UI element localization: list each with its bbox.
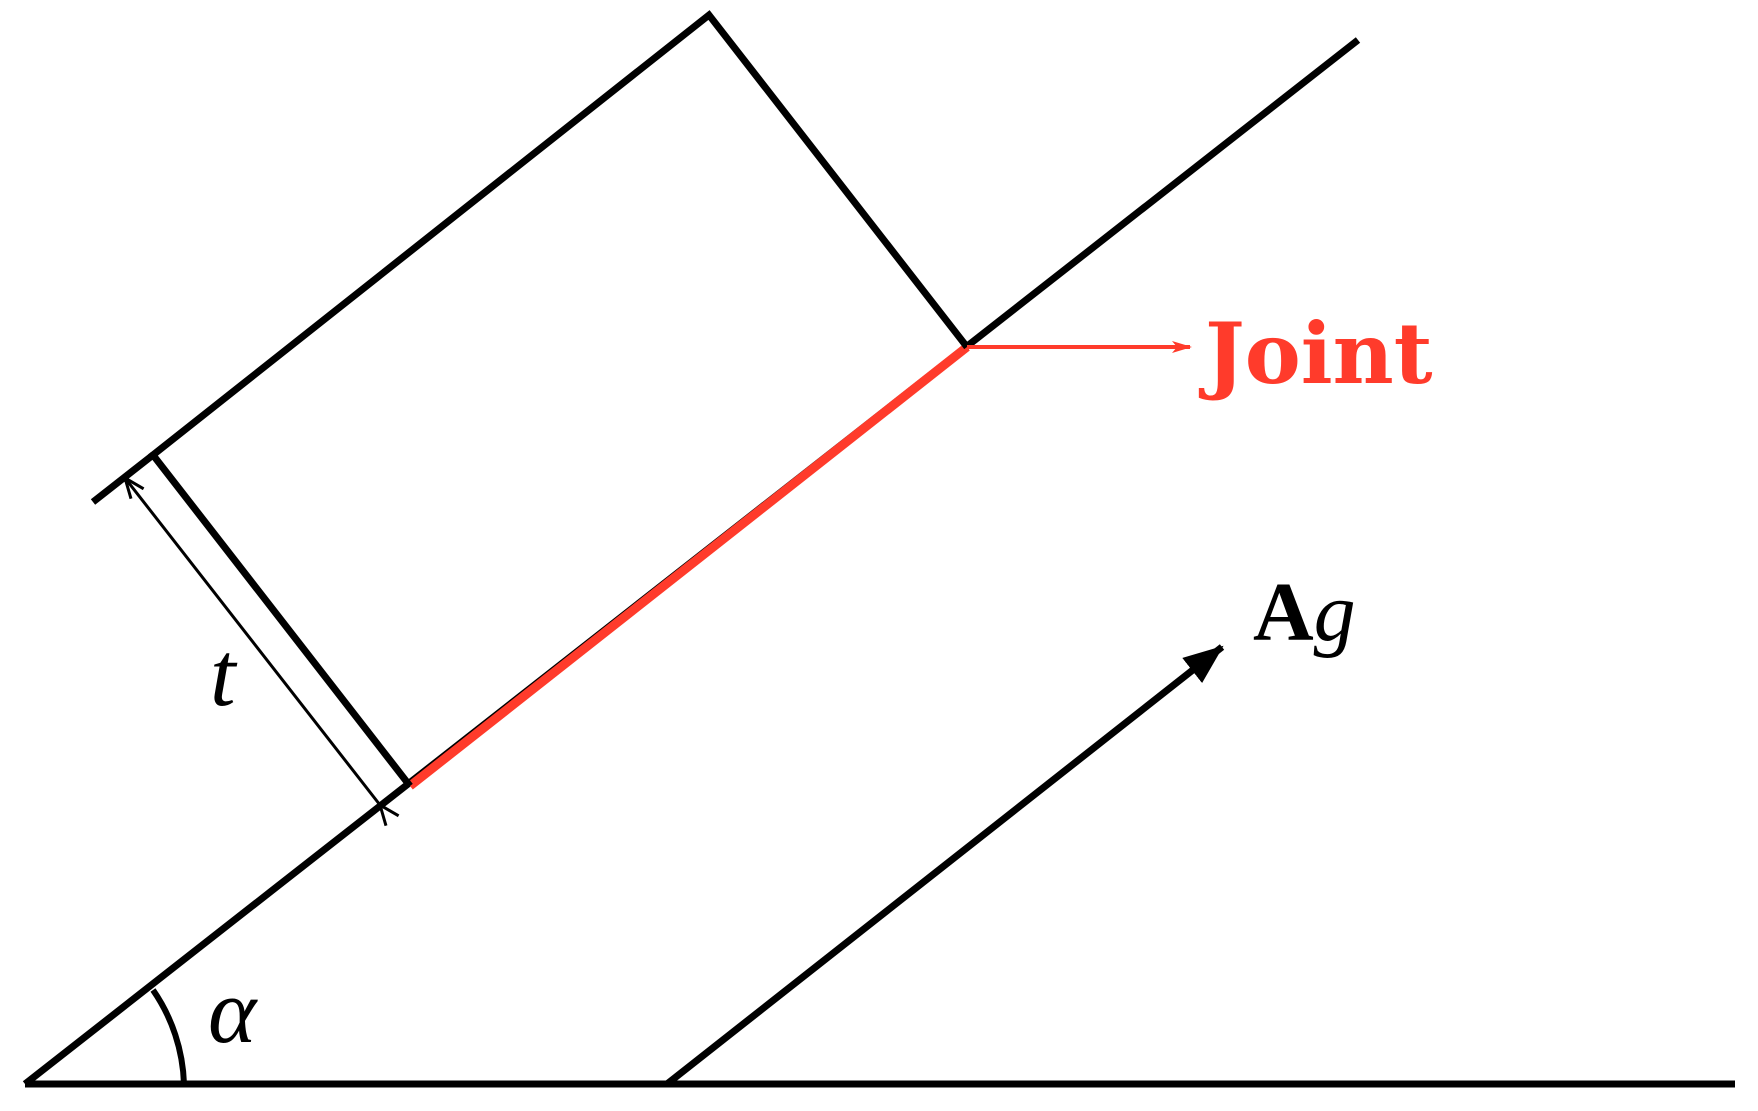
acceleration-arrow: [664, 644, 1225, 1087]
angle-arc: [150, 988, 187, 1085]
acceleration-label-a: A: [1253, 566, 1314, 659]
acceleration-label-g: g: [1314, 566, 1356, 659]
block-top-extension: [90, 452, 156, 505]
acceleration-label: Ag: [1253, 566, 1356, 659]
joint-label: Joint: [1198, 304, 1433, 403]
angle-label: α: [208, 960, 258, 1062]
thickness-dimension-arrow: [125, 478, 380, 805]
joint-line: [407, 343, 970, 790]
thickness-label: t: [210, 623, 238, 725]
